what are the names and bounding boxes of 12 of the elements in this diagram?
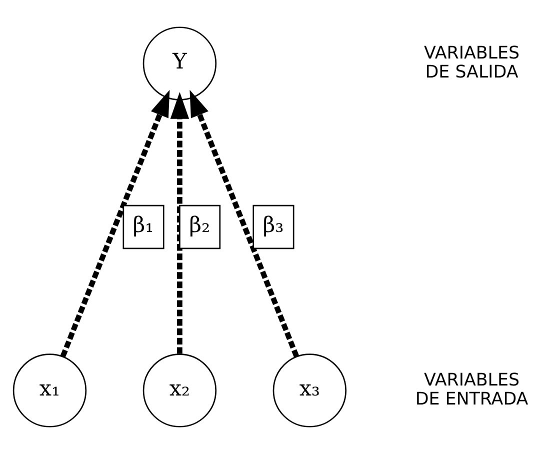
label: VARIABLES DE ENTRADA [415, 370, 528, 409]
node-circle: x₁ [12, 353, 87, 427]
label: VARIABLES DE SALIDA [424, 43, 520, 82]
node-circle: x₂ [142, 353, 217, 427]
edge-label: β₃ [262, 212, 284, 238]
arrow [170, 92, 190, 354]
node-circle: x₃ [272, 353, 346, 427]
edge-label: β₂ [189, 212, 210, 238]
arrow [60, 89, 170, 357]
edge-label: β₁ [132, 212, 154, 238]
arrow [190, 89, 299, 357]
node-circle: Y [142, 26, 217, 100]
